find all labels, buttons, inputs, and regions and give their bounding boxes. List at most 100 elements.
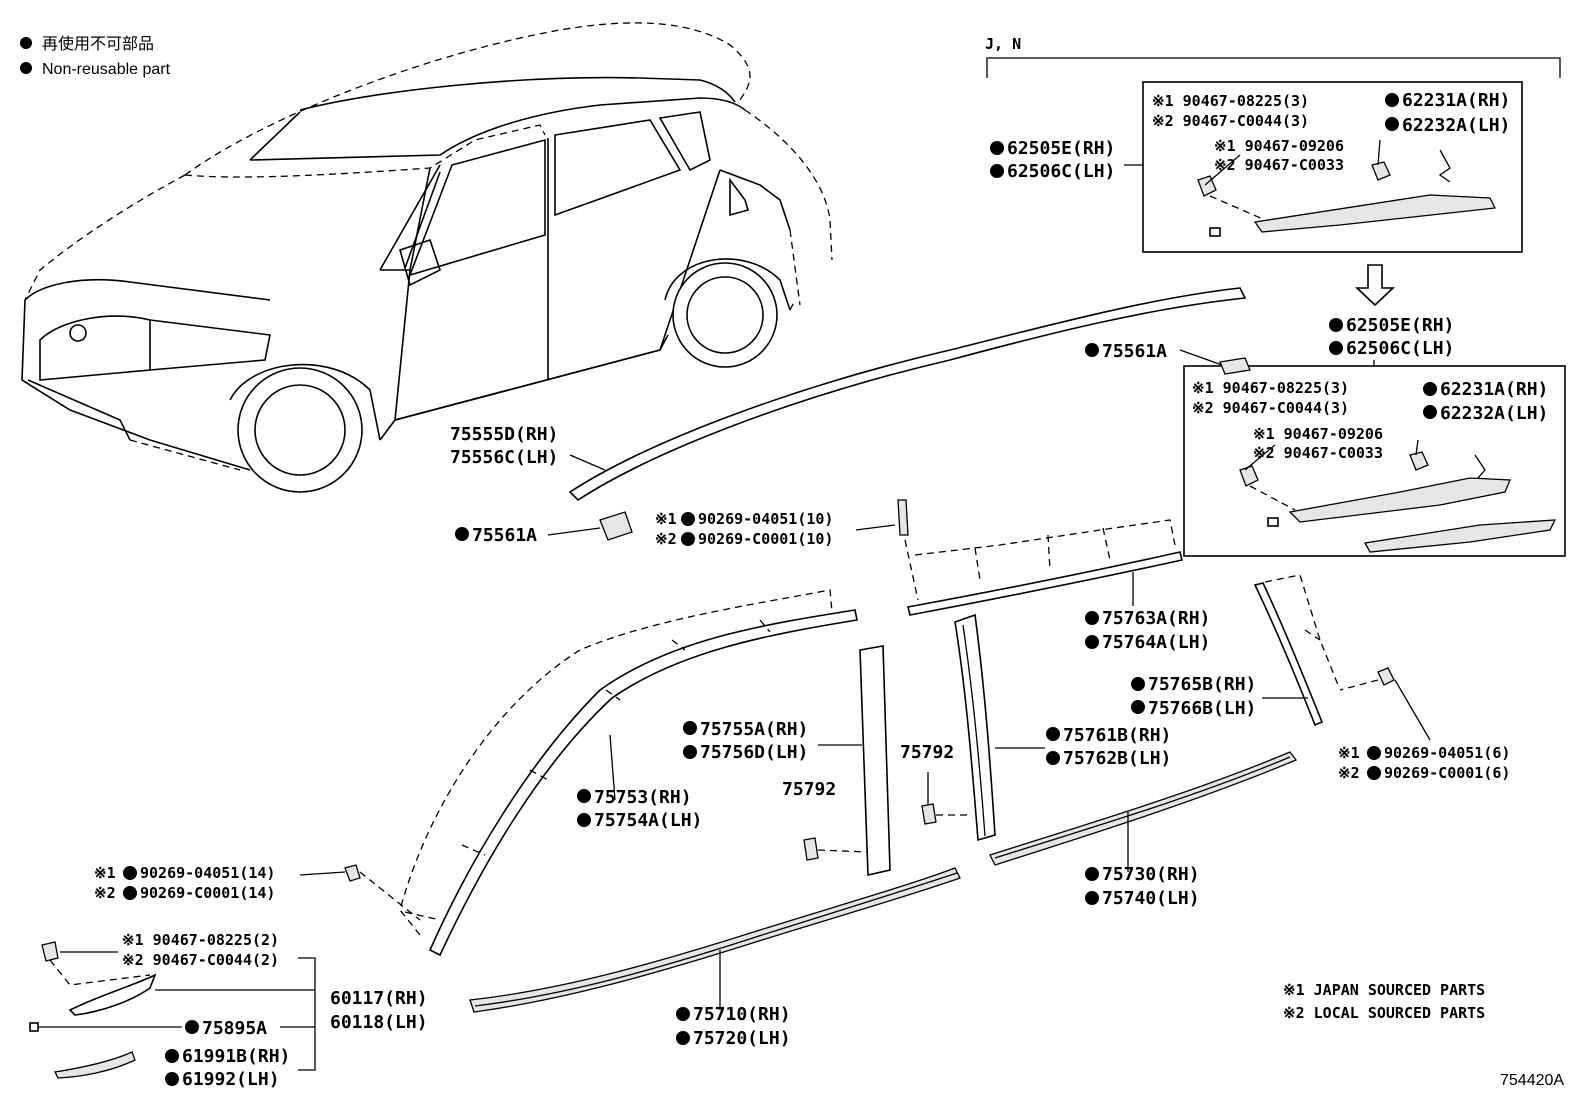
label-75762B: 75762B(LH) <box>1063 748 1171 769</box>
vehicle-outline <box>21 22 833 493</box>
label-clip-c1-6: 90269-04051(6) <box>1384 744 1510 762</box>
variant-bracket: J, N <box>985 35 1561 78</box>
bracket-part-icon <box>1219 357 1251 375</box>
inset-bottom-c2b: ※2 90467-C0033 <box>1253 444 1383 462</box>
nonreusable-marker-icon <box>681 512 695 526</box>
legend-bullet-icon <box>20 62 32 74</box>
inset-top-c2b: ※2 90467-C0033 <box>1214 156 1344 174</box>
label-clip-c2-14: 90269-C0001(14) <box>140 884 275 902</box>
plug-icon <box>803 837 819 861</box>
plug-icon <box>921 803 937 825</box>
nonreusable-marker-icon <box>683 745 697 759</box>
clip-icon <box>1197 175 1217 197</box>
front-door-belt-molding <box>469 867 961 1013</box>
nonreusable-marker-icon <box>577 789 591 803</box>
label-75763A: 75763A(RH) <box>1102 608 1210 629</box>
nonreusable-marker-icon <box>1131 677 1145 691</box>
nonreusable-marker-icon <box>683 721 697 735</box>
garnish-part-icon <box>1363 519 1557 553</box>
nonreusable-marker-icon <box>165 1049 179 1063</box>
label-75561A-bottom: 75561A <box>472 525 537 546</box>
inset-bottom-c2a: ※2 90467-C0044(3) <box>1192 399 1349 417</box>
front-pillar-garnish <box>859 645 891 876</box>
label-75755A: 75755A(RH) <box>700 719 808 740</box>
mark1-14: ※1 <box>94 864 116 882</box>
inset-bottom-c1b: ※1 90467-09206 <box>1253 425 1383 443</box>
clip-icon <box>1377 667 1395 686</box>
nonreusable-marker-icon <box>185 1020 199 1034</box>
label-75561A-top: 75561A <box>1102 341 1167 362</box>
label-62505E-bottom: 62505E(RH) <box>1346 315 1454 336</box>
nonreusable-marker-icon <box>676 1007 690 1021</box>
nonreusable-marker-icon <box>123 886 137 900</box>
legend-bullet-icon <box>20 37 32 49</box>
label-62505E-top: 62505E(RH) <box>1007 138 1115 159</box>
nonreusable-marker-icon <box>123 866 137 880</box>
label-75740: 75740(LH) <box>1102 888 1200 909</box>
nonreusable-marker-icon <box>1046 751 1060 765</box>
nonreusable-marker-icon <box>577 813 591 827</box>
mark2-14: ※2 <box>94 884 116 902</box>
label-75753: 75753(RH) <box>594 787 692 808</box>
mark1-6: ※1 <box>1338 744 1360 762</box>
clip-icon <box>344 864 361 882</box>
bracket-part-icon <box>599 511 633 541</box>
label-75555D: 75555D(RH) <box>450 424 558 445</box>
nonreusable-marker-icon <box>681 532 695 546</box>
label-75895A: 75895A <box>202 1018 267 1039</box>
mark1-10: ※1 <box>655 510 677 528</box>
rear-pillar-molding <box>1253 574 1339 727</box>
inset-box-top: ※1 90467-08225(3) ※2 90467-C0044(3) ※1 9… <box>1142 81 1523 253</box>
nonreusable-marker-icon <box>1385 93 1399 107</box>
label-75754A: 75754A(LH) <box>594 810 702 831</box>
legend-en: Non-reusable part <box>42 61 171 78</box>
nonreusable-marker-icon <box>165 1072 179 1086</box>
upper-belt-molding <box>904 519 1183 616</box>
nonreusable-marker-icon <box>1085 611 1099 625</box>
nonreusable-marker-icon <box>1329 341 1343 355</box>
note-local-source: ※2 LOCAL SOURCED PARTS <box>1283 1004 1485 1022</box>
label-61991B: 61991B(RH) <box>182 1046 290 1067</box>
nonreusable-marker-icon <box>990 141 1004 155</box>
inset-top-c1b: ※1 90467-09206 <box>1214 137 1344 155</box>
nonreusable-marker-icon <box>676 1031 690 1045</box>
figure-number: 754420A <box>1500 1072 1564 1089</box>
label-62232A-top: 62232A(LH) <box>1402 115 1510 136</box>
label-62506C-top: 62506C(LH) <box>1007 161 1115 182</box>
label-75710: 75710(RH) <box>693 1004 791 1025</box>
inset-bottom-c1a: ※1 90467-08225(3) <box>1192 379 1349 397</box>
label-bl-c1: ※1 90467-08225(2) <box>122 931 279 949</box>
nonreusable-marker-icon <box>1085 891 1099 905</box>
nonreusable-marker-icon <box>1367 746 1381 760</box>
nonreusable-marker-icon <box>455 527 469 541</box>
label-75761B: 75761B(RH) <box>1063 725 1171 746</box>
label-75756D: 75756D(LH) <box>700 742 808 763</box>
inset-box-bottom: ※1 90467-08225(3) ※2 90467-C0044(3) ※1 9… <box>1183 365 1566 557</box>
legend-jp: 再使用不可部品 <box>42 35 154 53</box>
nonreusable-marker-icon <box>990 164 1004 178</box>
label-62232A-bottom: 62232A(LH) <box>1440 403 1548 424</box>
clip-icon <box>1371 161 1391 181</box>
clip-icon <box>41 941 59 962</box>
label-clip-c1-14: 90269-04051(14) <box>140 864 275 882</box>
nonreusable-marker-icon <box>1085 635 1099 649</box>
label-75720: 75720(LH) <box>693 1028 791 1049</box>
label-62506C-bottom: 62506C(LH) <box>1346 338 1454 359</box>
legend: 再使用不可部品 Non-reusable part <box>20 35 171 78</box>
label-75556C: 75556C(LH) <box>450 447 558 468</box>
mark2-10: ※2 <box>655 530 677 548</box>
garnish-part-icon <box>1288 477 1511 523</box>
nonreusable-marker-icon <box>1329 318 1343 332</box>
down-arrow-icon <box>1354 264 1396 307</box>
label-clip-c2-6: 90269-C0001(6) <box>1384 764 1510 782</box>
nonreusable-marker-icon <box>1385 117 1399 131</box>
label-75766B: 75766B(LH) <box>1148 698 1256 719</box>
inset-top-c2a: ※2 90467-C0044(3) <box>1152 112 1309 130</box>
nonreusable-marker-icon <box>1131 700 1145 714</box>
roof-rail <box>568 287 1251 541</box>
label-62231A-top: 62231A(RH) <box>1402 90 1510 111</box>
label-75792-right: 75792 <box>900 742 954 763</box>
front-door-frame-molding <box>399 589 858 957</box>
nonreusable-marker-icon <box>1423 405 1437 419</box>
